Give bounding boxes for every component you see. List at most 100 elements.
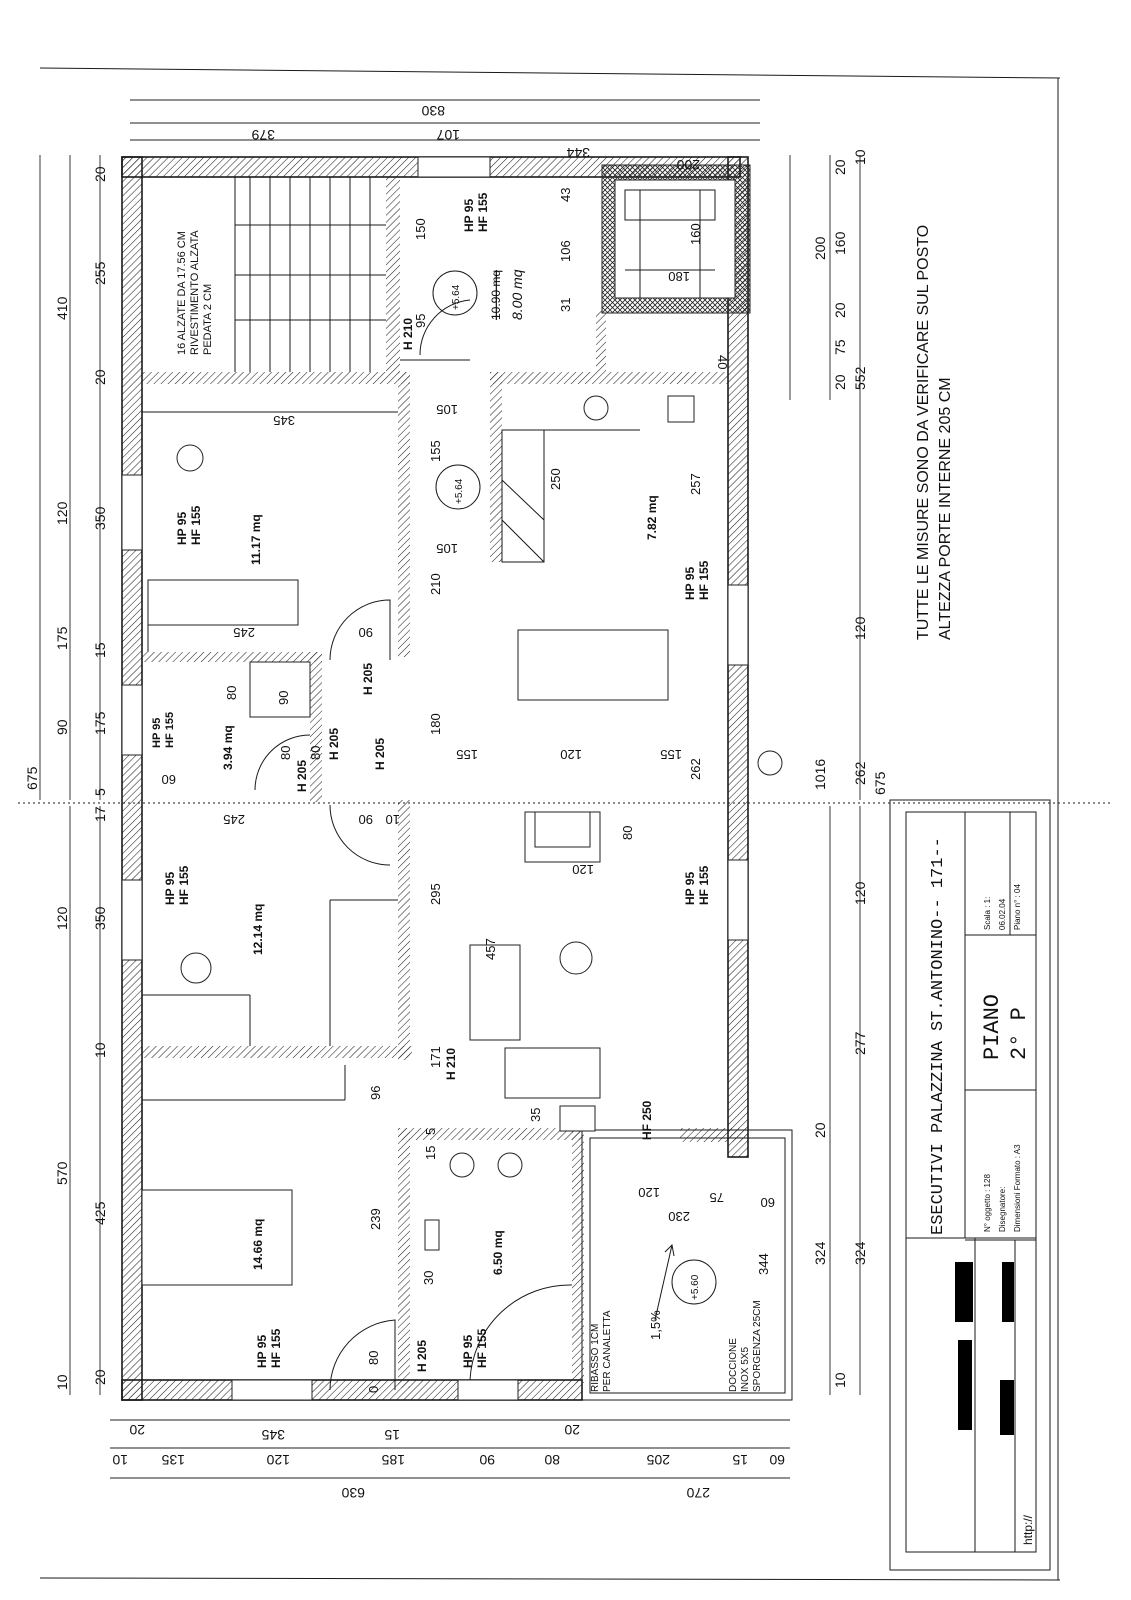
dim-left: 255	[92, 261, 108, 285]
window-label-hf: HF 155	[164, 712, 176, 748]
format: Dimensioni Formato : A3	[1013, 1144, 1022, 1232]
door-height-h210: H 210	[401, 318, 415, 350]
windows	[121, 156, 749, 1401]
window-label-hf: HF 155	[189, 505, 203, 545]
dim-interior: 31	[558, 298, 573, 312]
dim-interior: 90	[359, 625, 373, 640]
dim-left: 410	[54, 296, 70, 320]
dim-interior: 30	[421, 1271, 436, 1285]
level-markers	[432, 270, 717, 1321]
door-height-h210: H 210	[444, 1048, 458, 1080]
interior-dimensions: 150 95 43 106 31 160 180 40 345 105 155 …	[162, 188, 775, 1393]
dim-bottom: 345	[261, 1427, 285, 1443]
room-areas: 11.17 mq 3.94 mq 7.82 mq 10.90 mq 8.00 m…	[221, 269, 659, 1275]
window-label-hp: HP 95	[255, 1335, 269, 1368]
window-label-hp: HP 95	[163, 872, 177, 905]
redacted-mark	[958, 1340, 972, 1430]
dim-right: 324	[852, 1241, 868, 1265]
terrace-doccione-1: DOCCIONE	[728, 1338, 739, 1392]
dim-right: 75	[832, 339, 848, 355]
dim-interior: 15	[423, 1146, 438, 1160]
redacted-mark	[1002, 1262, 1014, 1322]
sheet-number: Piano n° : 04	[1013, 884, 1022, 930]
dim-bottom: 120	[266, 1452, 290, 1468]
dim-interior: 245	[233, 625, 255, 640]
dim-bottom: 15	[384, 1427, 400, 1443]
dim-interior: 80	[224, 686, 239, 700]
window-label-hf: HF 155	[476, 192, 490, 232]
dim-bottom: 10	[112, 1452, 128, 1468]
dim-left: 350	[92, 506, 108, 530]
dim-bottom: 15	[732, 1452, 748, 1468]
dim-left: 5	[92, 788, 108, 796]
url: http://	[1021, 1514, 1035, 1545]
object-number: N° oggetto : 128	[983, 1174, 992, 1232]
level-values: +5.64 +5.64 +5.60	[451, 284, 701, 1300]
dim-right: 324	[812, 1241, 828, 1265]
dim-interior: 180	[428, 713, 443, 735]
dim-interior: 120	[638, 1185, 660, 1200]
level-c: +5.60	[690, 1274, 701, 1300]
dim-right: 1016	[812, 759, 828, 790]
door-height-h205: H 205	[327, 728, 341, 760]
dimension-text: 830 379 107 344 200 20 255 20 350 15 175…	[24, 103, 888, 1501]
level-a: +5.64	[451, 284, 462, 310]
dim-left: 425	[92, 1201, 108, 1225]
dim-interior: 180	[668, 269, 690, 284]
drawing-title: ESECUTIVI PALAZZINA ST.ANTONINO-- 171--	[929, 837, 948, 1235]
dim-interior: 106	[558, 240, 573, 262]
drawer: Disegnatore:	[998, 1187, 1007, 1232]
dim-right: 262	[852, 761, 868, 785]
dim-interior: 457	[483, 938, 498, 960]
dim-interior: 80	[366, 1351, 381, 1365]
note-line-2: ALTEZZA PORTE INTERNE 205 CM	[937, 377, 954, 640]
dim-interior: 43	[558, 188, 573, 202]
room-area-4-struck: 10.90 mq	[489, 270, 503, 320]
date: 06.02.04	[998, 898, 1007, 930]
dim-bottom: 270	[686, 1485, 710, 1501]
dim-left: 15	[92, 642, 108, 658]
room-area-7: 6.50 mq	[491, 1230, 505, 1275]
dim-interior: 160	[688, 223, 703, 245]
dim-interior: 155	[660, 747, 682, 762]
dim-top: 344	[566, 145, 590, 161]
dim-interior: 210	[428, 573, 443, 595]
dim-interior: 80	[620, 826, 635, 840]
door-height-h205: H 205	[415, 1340, 429, 1372]
elevator	[624, 189, 716, 298]
dim-top: 200	[676, 157, 700, 173]
staircase	[234, 177, 386, 372]
dim-right: 10	[852, 149, 868, 165]
window-label-hf: HF 155	[475, 1328, 489, 1368]
terrace-ribasso-2: PER CANALETTA	[602, 1310, 613, 1392]
dim-left: 570	[54, 1161, 70, 1185]
dim-bottom: 20	[129, 1422, 145, 1438]
dim-interior: 60	[162, 772, 176, 787]
stair-note-line-3: PEDATA 2 CM	[202, 284, 214, 355]
dim-interior: 171	[428, 1046, 443, 1068]
dim-interior: 257	[688, 473, 703, 495]
dim-bottom: 205	[646, 1452, 670, 1468]
dim-right: 120	[852, 616, 868, 640]
dimension-lines	[39, 99, 861, 1479]
dim-left: 350	[92, 906, 108, 930]
window-label-hp: HP 95	[683, 567, 697, 600]
dim-interior: 60	[761, 1195, 775, 1210]
door-height-h205: H 205	[373, 738, 387, 770]
room-area-4: 8.00 mq	[509, 269, 525, 320]
doors	[254, 299, 573, 1391]
door-heights: H 210 H 205 H 205 H 205 H 205 H 210 H 20…	[295, 318, 458, 1372]
dim-right: 20	[832, 374, 848, 390]
dim-interior: 345	[273, 413, 295, 428]
dim-interior: 155	[428, 440, 443, 462]
dim-right: 120	[852, 881, 868, 905]
terrace-doccione-3: SPORGENZA 25CM	[752, 1300, 763, 1392]
dim-top: 379	[251, 127, 275, 143]
dim-interior: 96	[368, 1086, 383, 1100]
redacted-mark	[955, 1262, 973, 1322]
window-label-hp: HP 95	[175, 512, 189, 545]
dim-interior: 95	[413, 314, 428, 328]
room-area-1: 11.17 mq	[249, 514, 263, 565]
dim-interior: 262	[688, 758, 703, 780]
dim-left: 17	[92, 806, 108, 822]
